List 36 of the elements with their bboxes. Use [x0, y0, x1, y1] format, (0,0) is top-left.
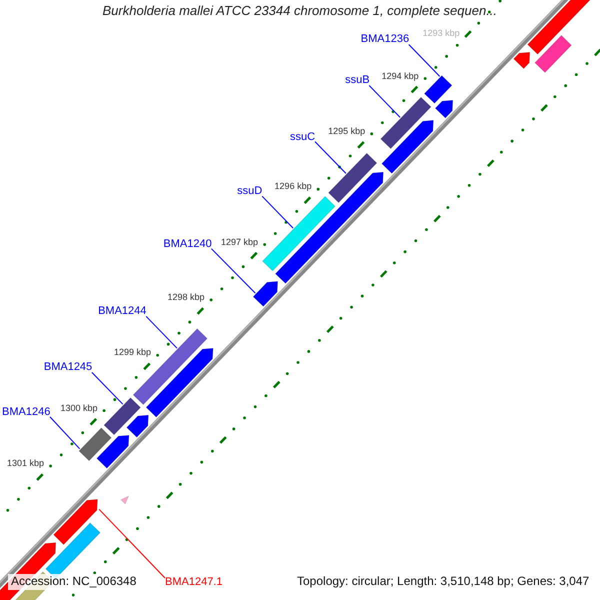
leader-line — [262, 196, 294, 229]
tick-label: 1294 kbp — [382, 70, 419, 81]
gene-feature — [132, 328, 208, 406]
leader-line — [408, 44, 440, 77]
gene-feature — [380, 96, 432, 150]
title: Burkholderia mallei ATCC 23344 chromosome 1, complete sequen... — [102, 4, 498, 19]
gene-feature — [53, 499, 98, 546]
gene-label: BMA1245 — [44, 361, 92, 374]
tick-label: 1296 kbp — [274, 181, 312, 192]
gene-feature — [262, 196, 336, 272]
leader-line — [314, 141, 346, 174]
tick-label: 1295 kbp — [328, 126, 366, 136]
leader-line — [91, 372, 124, 405]
tick-label: 1299 kbp — [114, 347, 152, 358]
tick-label: 1293 kbp — [422, 28, 460, 39]
leader-line — [50, 416, 80, 450]
gene-feature — [104, 397, 141, 436]
gene-label: BMA1246 — [2, 406, 50, 419]
tick-label: 1298 kbp — [168, 292, 205, 302]
gene-feature — [328, 152, 378, 204]
gene-feature — [252, 281, 278, 307]
leader-line — [98, 508, 166, 578]
gene-label: ssuB — [345, 74, 370, 88]
gene-label: BMA1236 — [360, 33, 410, 46]
leader-line — [210, 248, 256, 294]
tick-label: 1301 kbp — [6, 458, 44, 469]
tick-label: 1300 kbp — [60, 402, 98, 414]
gene-label: BMA1244 — [98, 305, 146, 318]
gene-label: BMA1247.1 — [165, 576, 222, 589]
gene-label: ssuC — [290, 130, 316, 144]
gene-feature — [78, 427, 112, 462]
gene-label: ssuD — [237, 185, 262, 198]
tick-label: 1297 kbp — [221, 236, 258, 248]
gene-label: BMA1240 — [163, 238, 212, 250]
leader-line — [368, 85, 401, 118]
leader-line — [146, 316, 178, 349]
